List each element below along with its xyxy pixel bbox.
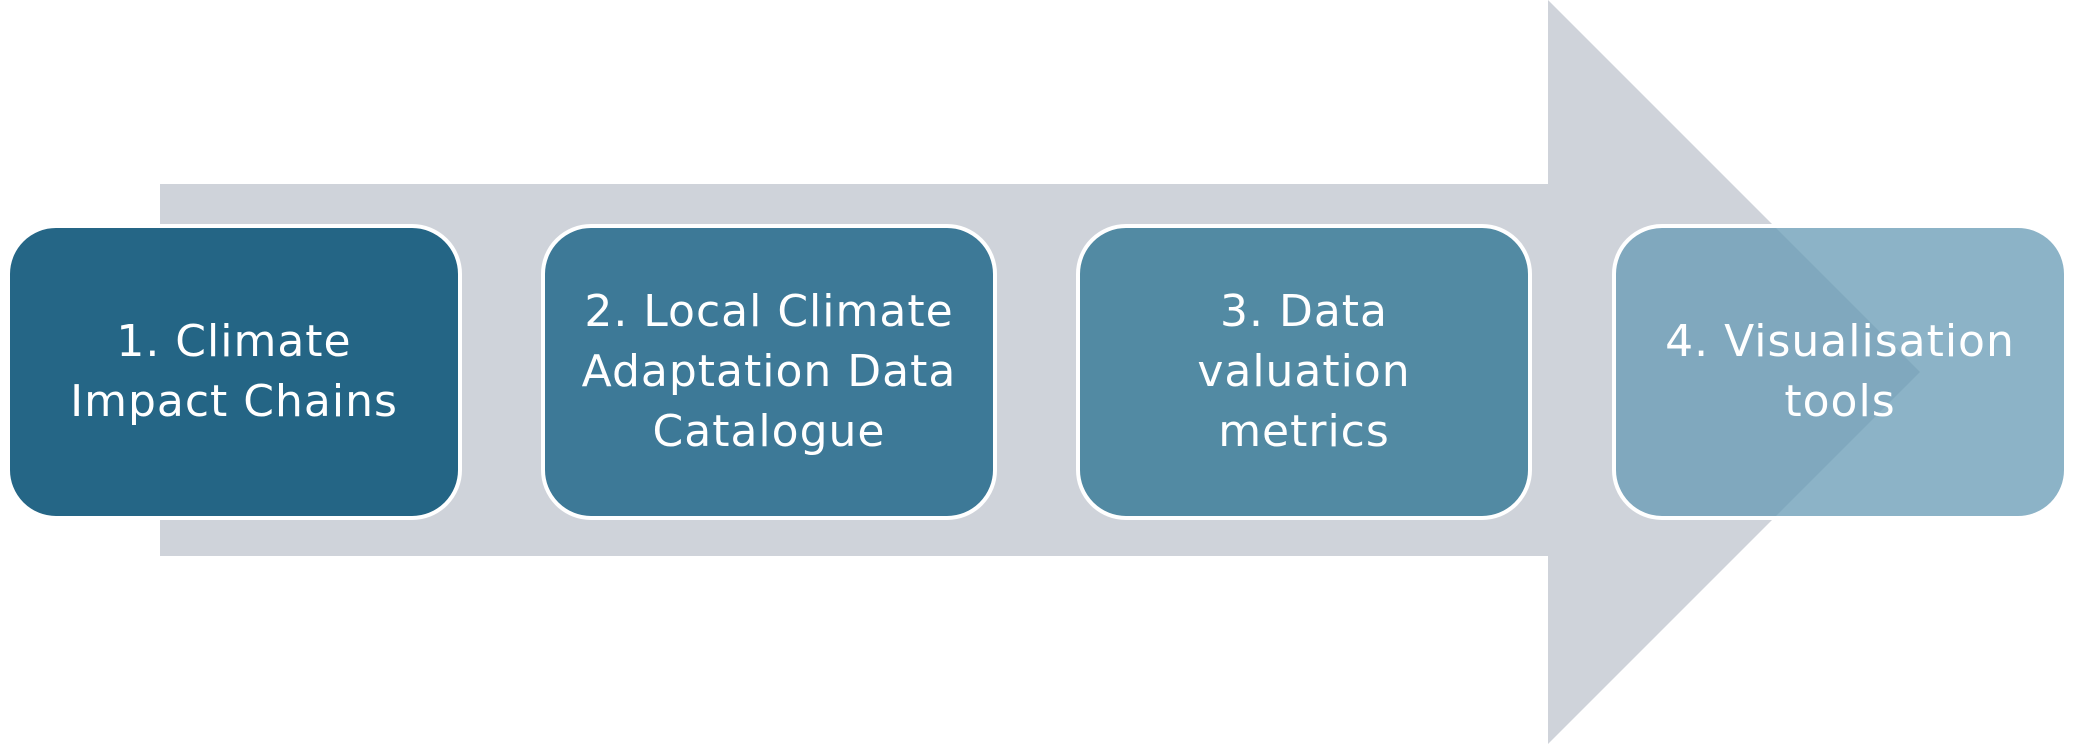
step-4-label: 4. Visualisation tools	[1665, 316, 2015, 427]
step-3-box: 3. Data valuation metrics	[1076, 224, 1532, 520]
arrow-shape	[160, 0, 1920, 744]
step-1-box: 1. Climate Impact Chains	[6, 224, 462, 520]
step-4-box: 4. Visualisation tools	[1612, 224, 2068, 520]
step-2-box: 2. Local Climate Adaptation Data Catalog…	[541, 224, 997, 520]
step-1-label: 1. Climate Impact Chains	[70, 316, 398, 427]
step-3-label: 3. Data valuation metrics	[1197, 286, 1411, 457]
step-2-label: 2. Local Climate Adaptation Data Catalog…	[581, 286, 957, 457]
